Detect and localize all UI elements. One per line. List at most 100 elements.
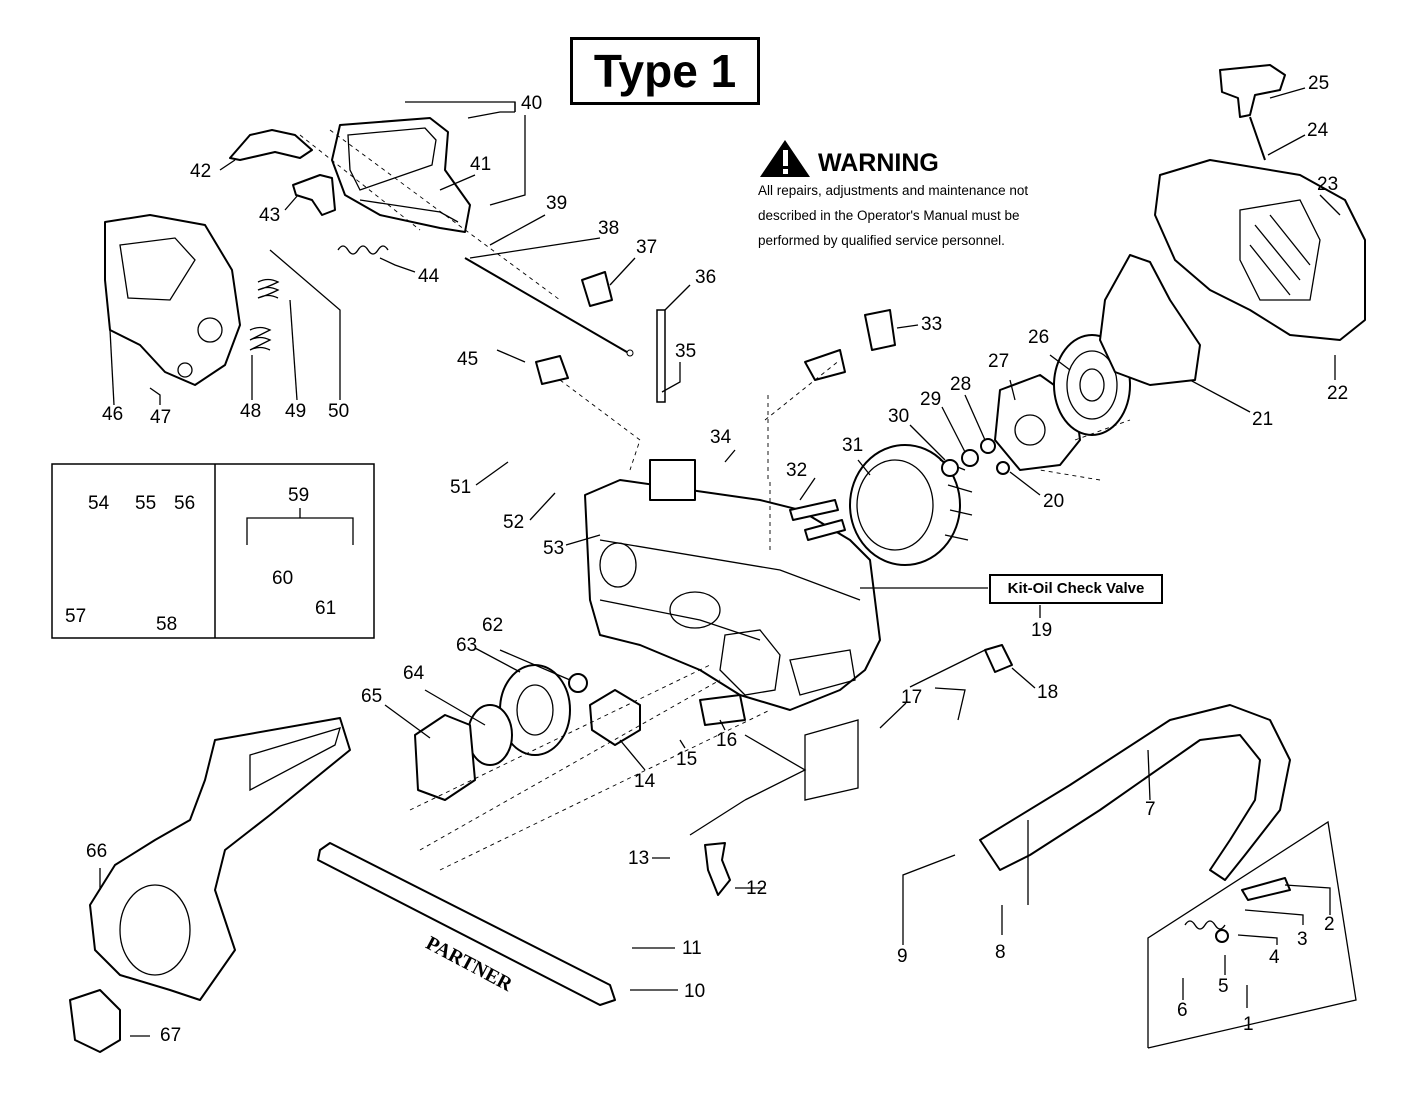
part-number-11: 11	[682, 938, 702, 959]
washer-20-part	[996, 461, 1010, 475]
part-number-53: 53	[543, 538, 565, 559]
intake-bracket-part	[804, 349, 846, 381]
part-number-42: 42	[190, 161, 212, 182]
mount-plate-12-part	[704, 842, 731, 896]
part-number-47: 47	[150, 407, 172, 428]
part-number-41: 41	[470, 154, 492, 175]
warning-triangle-icon	[760, 140, 810, 177]
part-number-18: 18	[1037, 682, 1059, 703]
part-number-25: 25	[1308, 73, 1330, 94]
part-number-32: 32	[786, 460, 808, 481]
part-number-7: 7	[1145, 799, 1156, 820]
part-number-58: 58	[156, 614, 178, 635]
assembly-dashed-lines	[299, 129, 1131, 871]
part-number-62: 62	[482, 615, 504, 636]
part-number-44: 44	[418, 266, 440, 287]
part-number-39: 39	[546, 193, 568, 214]
part-number-28: 28	[950, 374, 972, 395]
part-number-48: 48	[240, 401, 262, 422]
clutch-cover-66-part	[89, 717, 351, 1001]
part-number-23: 23	[1317, 174, 1339, 195]
part-number-66: 66	[86, 841, 108, 862]
spring-44-part	[337, 245, 389, 255]
inset-box	[51, 463, 375, 639]
part-number-24: 24	[1307, 120, 1329, 141]
plate-2-part	[1241, 877, 1291, 901]
warning-line-1: All repairs, adjustments and maintenance…	[758, 183, 1029, 198]
part-number-45: 45	[457, 349, 479, 370]
oil-valve-part	[984, 644, 1013, 673]
part-number-14: 14	[634, 771, 656, 792]
part-number-27: 27	[988, 351, 1010, 372]
lever-43-part	[292, 174, 336, 216]
warning-line-2: described in the Operator's Manual must …	[758, 208, 1020, 223]
part-number-16: 16	[716, 730, 738, 751]
part-number-54: 54	[88, 493, 110, 514]
part-number-22: 22	[1327, 383, 1349, 404]
top-handle-part	[331, 117, 471, 233]
part-number-31: 31	[842, 435, 864, 456]
part-number-59: 59	[288, 485, 310, 506]
kit-oil-check-valve-label: Kit-Oil Check Valve	[989, 574, 1163, 604]
part-number-30: 30	[888, 406, 910, 427]
guide-bar-part	[317, 842, 616, 1006]
starter-handle-part	[1219, 64, 1286, 161]
throttle-rod-part	[464, 257, 633, 356]
leader-lines	[99, 87, 1357, 1049]
part-number-17: 17	[901, 687, 923, 708]
spring-49-part	[257, 278, 280, 299]
part-number-10: 10	[684, 981, 706, 1002]
part-number-29: 29	[920, 389, 942, 410]
part-number-36: 36	[695, 267, 717, 288]
part-number-63: 63	[456, 635, 478, 656]
part-number-43: 43	[259, 205, 281, 226]
type-title: Type 1	[570, 37, 760, 105]
part-number-2: 2	[1324, 914, 1335, 935]
spring-48-part	[249, 326, 272, 351]
part-number-13: 13	[628, 848, 650, 869]
rear-handle-part	[104, 214, 241, 386]
part-37	[581, 271, 613, 307]
part-number-51: 51	[450, 477, 472, 498]
part-number-40: 40	[521, 93, 543, 114]
crankcase-part	[584, 459, 881, 711]
starter-cover-part	[1099, 254, 1201, 386]
part-number-56: 56	[174, 493, 196, 514]
bracket-16-part	[699, 694, 746, 726]
spring-3-part	[1184, 920, 1226, 930]
part-number-1: 1	[1243, 1014, 1254, 1035]
part-number-33: 33	[921, 314, 943, 335]
part-number-9: 9	[897, 946, 908, 967]
part-number-64: 64	[403, 663, 425, 684]
warning-heading: WARNING	[818, 149, 939, 177]
part-number-52: 52	[503, 512, 525, 533]
starter-housing-part	[1154, 159, 1366, 341]
part-number-21: 21	[1252, 409, 1274, 430]
part-number-15: 15	[676, 749, 698, 770]
part-45	[535, 355, 569, 385]
part-number-37: 37	[636, 237, 658, 258]
throttle-lever-part	[229, 129, 313, 161]
part-number-5: 5	[1218, 976, 1229, 997]
part-number-3: 3	[1297, 929, 1308, 950]
bolt-32-part	[789, 499, 839, 521]
washer-28-part	[980, 438, 996, 454]
cover-67-part	[69, 989, 121, 1053]
part-number-8: 8	[995, 942, 1006, 963]
part-number-12: 12	[746, 878, 768, 899]
clutch-plate-64-part	[467, 704, 513, 766]
warning-line-3: performed by qualified service personnel…	[758, 233, 1005, 248]
part-number-38: 38	[598, 218, 620, 239]
part-number-35: 35	[675, 341, 697, 362]
clutch-cover-65-part	[414, 714, 476, 801]
part-number-57: 57	[65, 606, 87, 627]
part-number-20: 20	[1043, 491, 1065, 512]
nut-4-part	[1215, 929, 1229, 943]
washer-30-part	[941, 459, 959, 477]
part-number-34: 34	[710, 427, 732, 448]
washer-29-part	[961, 449, 979, 467]
front-handle-part	[979, 704, 1291, 881]
part-number-26: 26	[1028, 327, 1050, 348]
